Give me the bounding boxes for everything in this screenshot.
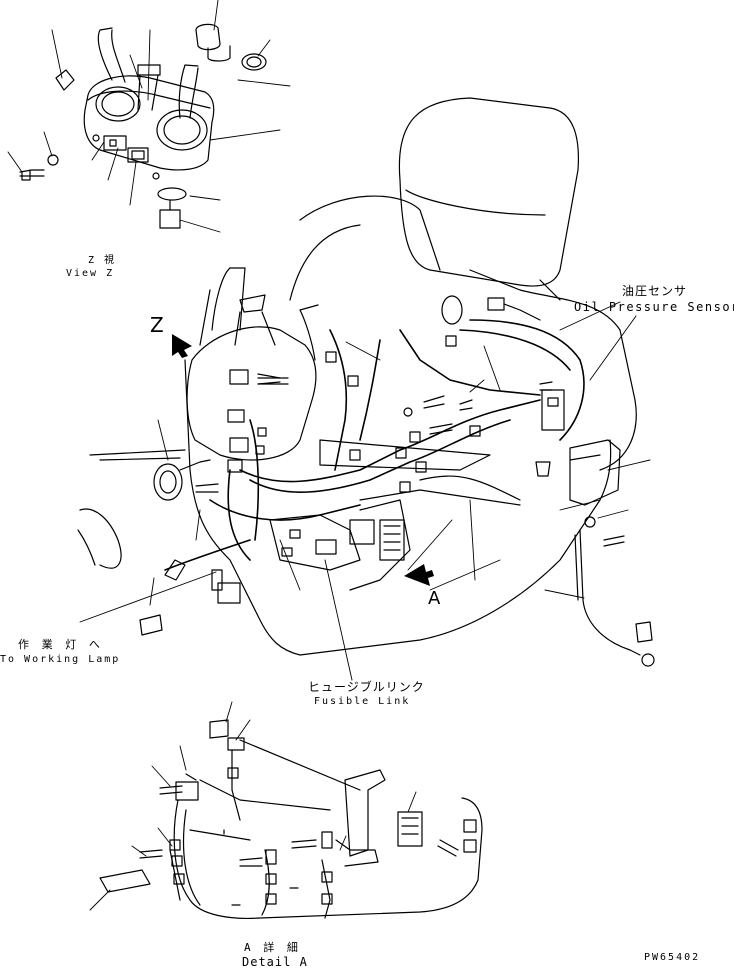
seat <box>289 97 637 471</box>
working-lamp-label-en: To Working Lamp <box>0 654 121 665</box>
detail-a-drawing <box>99 719 483 920</box>
fusible-link-label-jp: ヒュージブルリンク <box>308 680 425 694</box>
horn <box>153 459 211 501</box>
view-z-marker: Z <box>150 313 165 337</box>
detail-a-label-en: Detail A <box>242 955 308 969</box>
oil-pressure-sensor-label-en: Oil Pressure Sensor <box>574 300 734 314</box>
bracket-right <box>569 439 621 506</box>
view-z-label-en: View Z <box>66 268 115 279</box>
ground-strap <box>574 516 655 667</box>
view-arrows <box>172 334 434 586</box>
view-z-console <box>19 23 267 229</box>
fusible-link-label-en: Fusible Link <box>314 696 411 707</box>
bolts-main <box>195 373 553 591</box>
detail-a-leaders <box>89 701 417 911</box>
drawing-number: PW65402 <box>644 952 701 963</box>
connectors-main <box>255 295 565 493</box>
view-a-marker: A <box>428 588 442 609</box>
leader-lines-main <box>79 301 651 681</box>
oil-pressure-sensor-label-jp: 油圧センサ <box>622 284 688 298</box>
view-z-label-jp: Z 視 <box>88 255 117 266</box>
fuse-relay-block <box>269 499 411 591</box>
detail-a-label-jp: A 詳 細 <box>244 941 301 954</box>
view-z-leader-lines <box>7 0 291 233</box>
front-console <box>186 267 319 473</box>
working-lamp-label-jp: 作 業 灯 へ <box>18 638 103 651</box>
left-lamp-parts <box>77 508 241 636</box>
harness-main <box>164 319 585 571</box>
